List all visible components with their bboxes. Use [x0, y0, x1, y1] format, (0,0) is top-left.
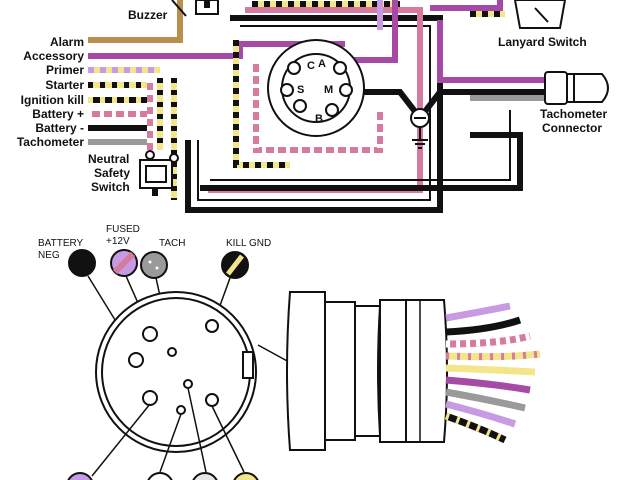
bottom-black-loop: [200, 132, 523, 191]
top-wiring-diagram: C A S M B Buzzer Alarm Accessory: [17, 0, 609, 213]
pin-lower-right: [205, 393, 219, 407]
terminal-s-screw: [293, 99, 307, 113]
fused-label-line2: +12V: [106, 236, 130, 247]
neutral-safety-switch: [139, 150, 179, 196]
tachometer-label: Tachometer: [17, 135, 84, 149]
terminal-a-post: [333, 61, 347, 75]
accessory-label: Accessory: [23, 49, 84, 63]
wire-bundle: [444, 302, 541, 444]
neutral-terminal-left: [145, 150, 155, 160]
tach-plug-collar: [544, 71, 568, 105]
lower-leader-1: [91, 403, 151, 477]
purple-to-tach: [437, 20, 545, 83]
ground-symbol: [412, 139, 428, 149]
terminal-b-label: B: [315, 113, 323, 125]
terminal-c-label: C: [307, 60, 315, 72]
neutral-plunger: [152, 188, 158, 196]
neutral-label-line3: Switch: [91, 180, 130, 194]
battery-pos-label: Battery +: [32, 107, 84, 121]
terminal-a-label: A: [318, 58, 326, 70]
pin-kill-gnd: [205, 319, 219, 333]
outer-black-loop: [185, 15, 443, 213]
starter-label: Starter: [45, 78, 84, 92]
primer-label: Primer: [46, 63, 84, 77]
connector-key: [242, 351, 254, 379]
buzzer-label: Buzzer: [128, 8, 168, 22]
connector-face-outer: [95, 291, 257, 453]
bottom-swatch-white: [147, 472, 173, 480]
terminal-s-post: [280, 83, 294, 97]
purple-to-lanyard: [430, 0, 503, 11]
yellow-inner-stripe: [233, 40, 290, 168]
buzzer: [88, 0, 219, 43]
tach-plug-body: [566, 73, 609, 103]
alarm-wire: [88, 0, 183, 43]
outer-black-thin: [197, 25, 431, 201]
accessory-wire: [88, 41, 345, 59]
battery-neg-swatch: [68, 249, 96, 277]
neutral-switch-body: [139, 159, 173, 189]
neutral-label-line1: Neutral: [88, 152, 129, 166]
side-flange: [286, 291, 326, 451]
ignition-switch: C A S M B: [267, 39, 365, 137]
side-collar: [324, 301, 356, 441]
tach-connector-plug: [544, 71, 609, 105]
lanyard-switch-label: Lanyard Switch: [498, 35, 587, 49]
side-waist: [354, 305, 382, 437]
pin-tach: [167, 347, 177, 357]
tach-connector-label-line1: Tachometer: [540, 107, 607, 121]
bottom-swatch-gray: [192, 472, 218, 480]
tach-swatch: [140, 251, 168, 279]
connector-pinout: BATTERY NEG FUSED +12V TACH KILL GND: [38, 224, 541, 480]
alarm-label: Alarm: [50, 35, 84, 49]
fused-label-line1: FUSED: [106, 224, 140, 235]
pin-bottom: [176, 405, 186, 415]
terminal-b-post: [325, 103, 339, 117]
battery-neg-label: Battery -: [35, 121, 84, 135]
pin-center: [183, 379, 193, 389]
neutral-switch-inner: [145, 165, 167, 183]
terminal-m-post: [339, 83, 353, 97]
pin-battery-neg: [128, 352, 144, 368]
side-body: [379, 299, 407, 443]
bottom-swatch-lavender: [67, 472, 93, 480]
terminal-s-label: S: [297, 84, 304, 96]
lower-leader-4: [211, 405, 245, 473]
lower-leader-2: [159, 413, 182, 473]
buzzer-terminal: [204, 0, 210, 8]
lanyard-switch: [513, 0, 567, 29]
fused-12v-swatch: [110, 249, 138, 277]
kill-gnd-label: KILL GND: [226, 238, 271, 249]
neutral-label-line2: Safety: [94, 166, 130, 180]
terminal-m-label: M: [324, 84, 333, 96]
lower-leader-3: [187, 387, 207, 473]
neutral-terminal-right: [169, 153, 179, 163]
ignition-kill-label: Ignition kill: [21, 93, 84, 107]
pin-lower-left: [142, 390, 158, 406]
side-boot: [405, 299, 448, 443]
bottom-swatch-yellow: [233, 472, 259, 480]
buzzer-lead: [171, 0, 187, 17]
bottom-thin-loop: [210, 110, 511, 181]
battery-neg-label-line1: BATTERY: [38, 238, 84, 249]
tach-label: TACH: [159, 238, 185, 249]
lanyard-clip: [534, 7, 549, 23]
tach-connector-label-line2: Connector: [542, 121, 602, 135]
pin-fused-12v: [142, 326, 158, 342]
pink-inner-loop: [253, 60, 383, 153]
battery-neg-label-line2: NEG: [38, 250, 60, 261]
kill-gnd-swatch: [221, 251, 249, 279]
connector-side-view: [286, 291, 448, 451]
terminal-c-post: [287, 61, 301, 75]
